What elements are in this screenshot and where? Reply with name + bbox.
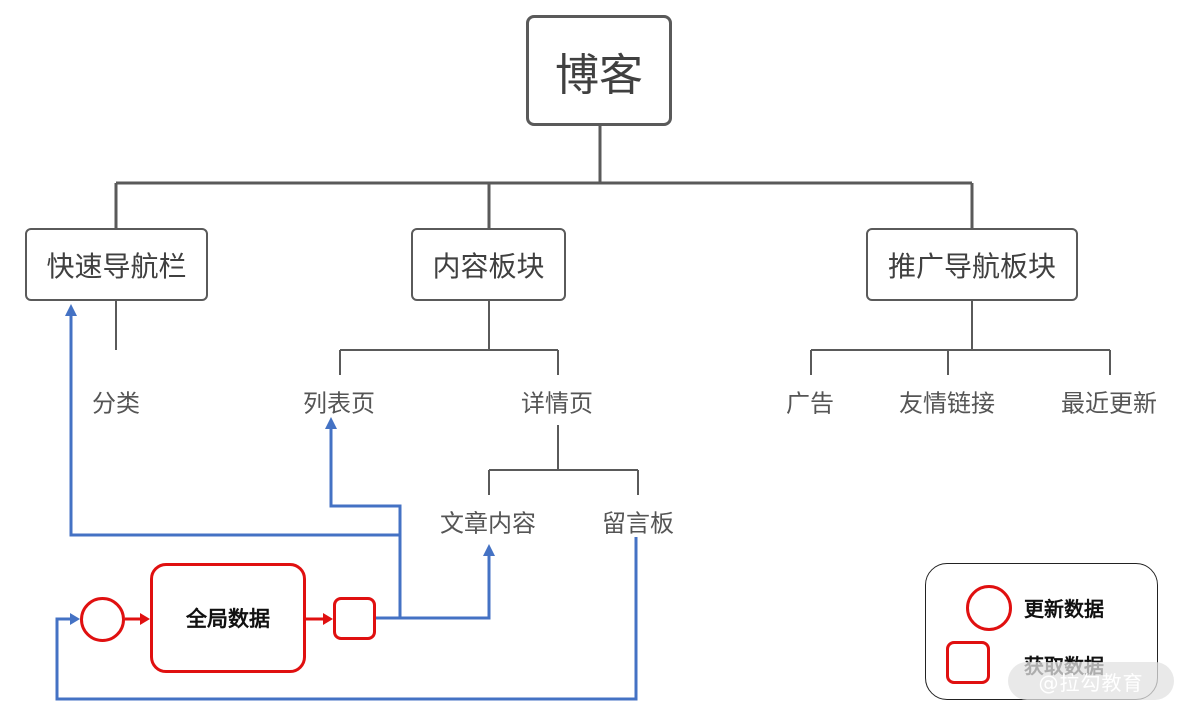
section-node-content: 内容板块 xyxy=(411,228,566,301)
leaf-category: 分类 xyxy=(92,389,140,418)
leaf-friend-links: 友情链接 xyxy=(899,389,995,418)
fetch-data-square xyxy=(333,597,376,640)
root-node-blog: 博客 xyxy=(526,15,672,126)
leaf-ads: 广告 xyxy=(786,389,834,418)
update-data-circle xyxy=(80,597,125,642)
legend-update-circle xyxy=(966,585,1012,631)
leaf-message-board: 留言板 xyxy=(602,509,674,538)
global-data-box: 全局数据 xyxy=(150,563,306,673)
leaf-detail-page: 详情页 xyxy=(521,389,593,418)
leaf-recent-updates: 最近更新 xyxy=(1061,389,1157,418)
leaf-list-page: 列表页 xyxy=(303,389,375,418)
section-node-promo-nav: 推广导航板块 xyxy=(866,228,1078,301)
legend-fetch-square xyxy=(946,641,990,684)
legend-update-label: 更新数据 xyxy=(1024,597,1104,621)
tree-sub-connectors xyxy=(115,301,1111,495)
data-flow-arrowheads xyxy=(65,304,495,625)
tree-top-connectors xyxy=(114,126,974,228)
watermark: @拉勾教育 xyxy=(1008,662,1174,700)
data-flow-lines xyxy=(55,312,638,701)
leaf-article-content: 文章内容 xyxy=(440,509,536,538)
section-node-quick-nav: 快速导航栏 xyxy=(25,228,208,301)
